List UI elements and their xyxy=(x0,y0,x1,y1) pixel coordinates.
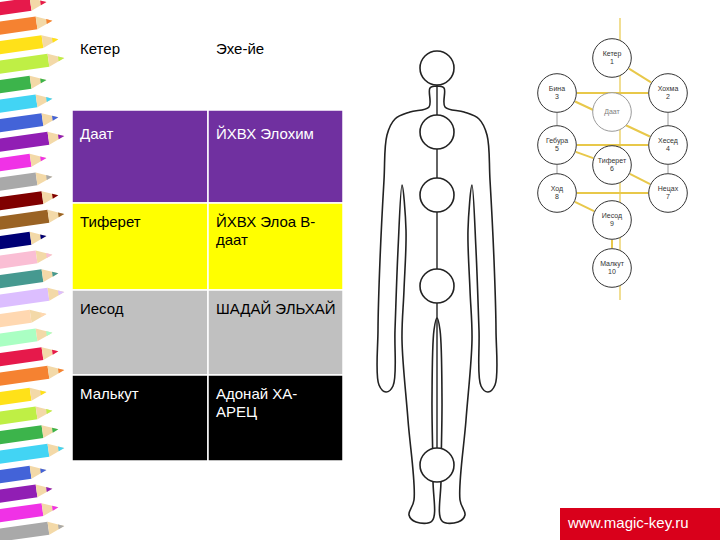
sephira-name: Нецах xyxy=(658,185,678,193)
site-banner xyxy=(560,508,720,540)
lightning-path xyxy=(630,174,650,184)
lightning-path xyxy=(575,202,594,211)
pencil xyxy=(0,267,59,289)
pencil xyxy=(0,92,53,113)
body-center xyxy=(420,269,454,303)
table-cell: Иесод xyxy=(80,300,200,318)
sephira-name: Кетер xyxy=(603,50,622,58)
body-center xyxy=(420,448,454,482)
body-center xyxy=(420,178,454,212)
sephira-circle: Хесед4 xyxy=(648,125,688,165)
sephira-name: Иесод xyxy=(602,212,622,220)
table-cell: ШАДАЙ ЭЛЬХАЙ xyxy=(216,300,338,318)
sephira-number: 3 xyxy=(555,93,559,101)
pencil xyxy=(0,111,59,133)
pencil xyxy=(0,52,65,74)
pencil xyxy=(0,345,59,367)
sephira-circle: Тиферет6 xyxy=(592,145,632,185)
body-center xyxy=(420,115,454,149)
pencil xyxy=(0,308,47,328)
body-center xyxy=(420,51,454,85)
lightning-path xyxy=(629,69,651,83)
pencil xyxy=(0,423,59,445)
pillar-path xyxy=(557,113,558,125)
table-cell: Тиферет xyxy=(80,213,200,231)
sephira-number: 7 xyxy=(666,193,670,201)
sephira-circle: Иесод9 xyxy=(592,200,632,240)
sephira-circle: Ход8 xyxy=(537,173,577,213)
lightning-path xyxy=(611,240,613,248)
pencil-strip xyxy=(0,0,65,540)
pencil xyxy=(0,248,53,269)
sephira-name: Гебура xyxy=(546,137,568,145)
sephira-name: Хесед xyxy=(658,137,678,145)
sephira-name: Бина xyxy=(549,85,565,93)
sephira-number: 8 xyxy=(555,193,559,201)
sephira-circle: Гебура5 xyxy=(537,125,577,165)
sephira-circle: Кетер1 xyxy=(592,38,632,78)
website-url: www.magic-key.ru xyxy=(568,514,718,531)
pencil xyxy=(0,404,53,425)
sephira-number: 2 xyxy=(666,93,670,101)
table-cell: Кетер xyxy=(80,40,200,58)
pencil xyxy=(0,482,53,503)
sephira-circle: Нецах7 xyxy=(648,173,688,213)
table-cell: Даат xyxy=(80,125,200,143)
sephira-number: 4 xyxy=(666,145,670,153)
pencil xyxy=(0,520,65,540)
pencil xyxy=(0,326,53,347)
sephira-circle: Хохма2 xyxy=(648,73,688,113)
pencil xyxy=(0,33,59,55)
sephira-circle: Даат xyxy=(592,92,632,132)
pencil xyxy=(0,230,47,250)
sephira-circle: Малкут10 xyxy=(592,248,632,288)
table-cell: Адонай ХА-АРЕЦ xyxy=(216,385,338,421)
table-cell: Малькут xyxy=(80,385,200,403)
lightning-path xyxy=(576,152,593,158)
pencil xyxy=(0,74,47,94)
sephira-number: 1 xyxy=(610,58,614,66)
pencil xyxy=(0,364,65,386)
pencil xyxy=(0,208,65,230)
pencil xyxy=(0,14,53,35)
pencil xyxy=(0,286,65,308)
sephira-name: Даат xyxy=(604,108,620,116)
sephira-name: Тиферет xyxy=(598,157,626,165)
pillar-path xyxy=(668,113,669,125)
sephira-name: Хохма xyxy=(658,85,679,93)
sephira-number: 9 xyxy=(610,220,614,228)
pencil xyxy=(0,170,53,191)
pencil xyxy=(0,0,47,15)
lightning-path xyxy=(577,192,648,194)
sephira-number: 5 xyxy=(555,145,559,153)
table-cell: ЙХВХ Элоа В-даат xyxy=(216,213,338,249)
table-cell: Эхе-йе xyxy=(216,40,338,58)
sephira-name: Ход xyxy=(551,185,563,193)
pillar-path xyxy=(668,165,669,173)
table-background xyxy=(72,25,343,461)
sephira-circle: Бина3 xyxy=(537,73,577,113)
sephira-number: 6 xyxy=(610,165,614,173)
pencil xyxy=(0,442,65,464)
pencil xyxy=(0,501,59,523)
pencil xyxy=(0,386,47,406)
pillar-path xyxy=(557,165,558,173)
pencil xyxy=(0,152,47,172)
sephira-number: 10 xyxy=(608,268,616,276)
pencil xyxy=(0,464,47,484)
pencil xyxy=(0,189,59,211)
table-cell: ЙХВХ Элохим xyxy=(216,125,338,143)
pencil xyxy=(0,130,65,152)
human-figure xyxy=(377,51,497,523)
sephira-name: Малкут xyxy=(600,260,624,268)
